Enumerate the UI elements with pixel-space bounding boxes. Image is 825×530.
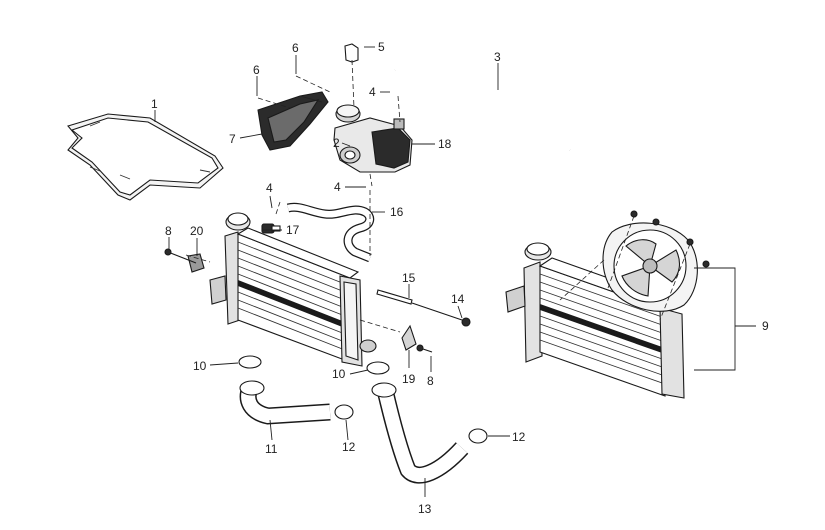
callout-17: 17 [286,223,300,237]
hose-clamp-left [238,355,262,369]
mounting-bolt [411,302,471,327]
callout-16: 16 [390,205,404,219]
coolant-reservoir-tank [333,117,413,173]
callout-11: 11 [265,442,278,456]
callout-20: 20 [190,224,204,238]
callout-12: 12 [342,440,356,454]
assembly-lines [185,59,691,333]
callout-7: 7 [229,132,236,146]
coolant-hose-upper [286,202,375,263]
coolant-hose-lower-right [371,382,469,484]
radiator-fan-assembly [505,210,710,399]
callout-9: 9 [762,319,769,333]
callout-10: 10 [193,359,207,373]
callout-8: 8 [427,374,434,388]
callout-6: 6 [292,41,299,55]
callout-10: 10 [332,367,346,381]
heat-shield-plate [67,113,224,201]
bolt-right [416,344,433,353]
callout-1: 1 [151,97,158,111]
mounting-bracket [257,91,329,151]
long-bolt [376,289,413,305]
reservoir-cap [335,104,361,123]
overflow-hose [392,60,573,152]
callout-19: 19 [402,372,416,386]
callout-4: 4 [266,181,273,195]
bolt-left [164,248,197,264]
callout-4: 4 [334,180,341,194]
callout-14: 14 [451,292,465,306]
hose-clamp-right [366,361,390,375]
spring-clip [344,43,359,63]
hose-clamp-small-right [468,428,488,444]
callout-15: 15 [402,271,416,285]
callout-18: 18 [438,137,452,151]
callout-13: 13 [418,502,432,516]
temperature-sensor [261,223,281,234]
lower-bracket [401,324,417,351]
callout-3: 3 [494,50,501,64]
callout-8: 8 [165,224,172,238]
hose-clamp-small-left [334,404,354,420]
leader-lines [154,46,756,497]
callout-12: 12 [512,430,526,444]
callout-5: 5 [378,40,385,54]
callout-labels: 1 2 3 4 4 4 5 6 6 7 8 8 9 10 10 11 12 12… [151,40,769,516]
callout-4: 4 [369,85,376,99]
callout-6: 6 [253,63,260,77]
radiator-left [209,212,377,367]
callout-2: 2 [333,136,340,150]
coolant-hose-lower-left [239,380,331,425]
